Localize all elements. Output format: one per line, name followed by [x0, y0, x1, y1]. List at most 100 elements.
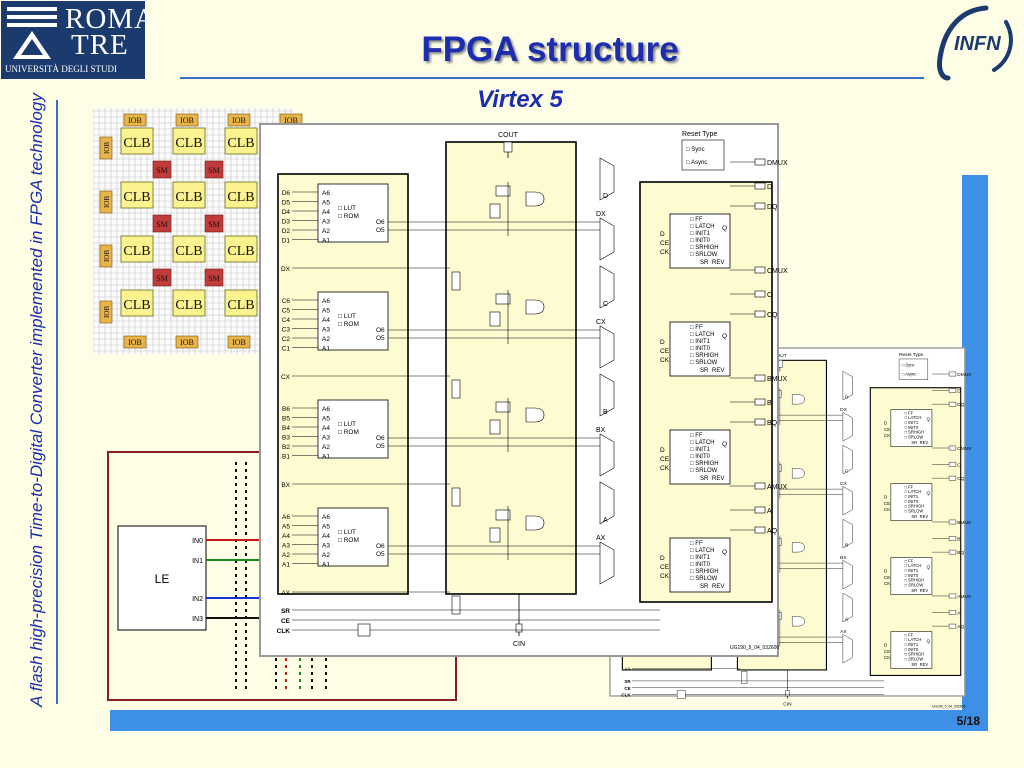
ctrl-input-label: CE	[624, 686, 630, 691]
reset-async-label: □ Async	[902, 371, 917, 376]
output-port	[948, 536, 957, 541]
iob-block	[175, 335, 199, 349]
lut-input-label: A6	[282, 514, 290, 521]
clb-block	[224, 235, 258, 263]
ff-q-label: Q	[926, 417, 930, 422]
lut-input-label: C1	[282, 346, 291, 353]
output-port	[948, 623, 957, 629]
lut-pin-label: A4	[322, 533, 330, 540]
ff-sr-label: SR	[911, 662, 917, 667]
lut-pin-label: A4	[322, 317, 330, 324]
cout-label: COUT	[773, 353, 787, 359]
ff-config-label: □ SRHIGH	[690, 353, 719, 359]
ff-config-label: □ SRHIGH	[690, 245, 719, 251]
lut-input-label: B1	[282, 454, 290, 461]
output-mux	[842, 592, 853, 623]
ff-sr-label: SR	[700, 476, 709, 482]
ff-q-label: Q	[722, 225, 727, 232]
ff-box	[669, 213, 731, 269]
clb-block	[120, 289, 154, 317]
lut-box	[317, 183, 389, 243]
ff-config-label: □ INIT1	[690, 447, 711, 453]
lut-output-label: O5	[376, 551, 385, 558]
lut-pin-label: A1	[322, 562, 330, 569]
ff-rev-label: REV	[920, 662, 929, 667]
lut-input-label: D6	[282, 190, 291, 197]
lut-input-label: C4	[282, 317, 291, 324]
lut-output-label: O5	[376, 227, 385, 234]
cout-label: COUT	[498, 132, 519, 139]
ff-rev-label: REV	[920, 514, 929, 519]
ctrl-input-label: CLK	[277, 628, 291, 635]
output-port	[948, 401, 957, 407]
output-label: D	[957, 389, 961, 395]
lut-pin-label: A6	[322, 190, 330, 197]
ff-sr-label: SR	[911, 514, 917, 519]
ff-config-label: □ FF	[905, 410, 914, 415]
lut-pin-label: A1	[322, 346, 330, 353]
clb-block	[120, 127, 154, 155]
xor-gate	[792, 468, 805, 479]
mid-x-label: CX	[596, 319, 606, 326]
output-label: DMUX	[767, 160, 788, 167]
ff-config-label: □ SRHIGH	[905, 430, 925, 435]
lut-input-label: B2	[282, 444, 290, 451]
lut-pin-label: A6	[322, 406, 330, 413]
lut-pin-label: A1	[322, 454, 330, 461]
output-mux	[842, 444, 853, 475]
ctrl-input-label: SR	[281, 608, 290, 615]
carry-column	[445, 141, 577, 595]
output-port	[754, 398, 766, 406]
lut-pin-label: A3	[322, 543, 330, 550]
mid-o-label: C	[845, 469, 849, 475]
output-port	[754, 182, 766, 190]
clb-label: CLB	[123, 136, 150, 151]
ff-config-label: □ INIT1	[905, 568, 919, 573]
ctrl-input-label: SR	[624, 679, 631, 684]
ff-config-label: □ SRHIGH	[905, 504, 925, 509]
mid-o-label: C	[603, 301, 608, 308]
cin-port	[515, 623, 523, 633]
logo-line-roma: ROMA	[65, 3, 157, 35]
lut-pin-label: A6	[322, 514, 330, 521]
decorative-band-horizontal	[110, 710, 988, 731]
rom-type-label: □ ROM	[338, 213, 359, 220]
ff-ck-label: CK	[660, 465, 670, 472]
output-label: DMUX	[957, 372, 972, 378]
lut-input-label: C2	[282, 336, 291, 343]
rom-type-label: □ ROM	[338, 537, 359, 544]
lut-box	[317, 399, 389, 459]
output-port	[948, 549, 957, 555]
output-mux	[599, 265, 615, 309]
bypass-mux	[741, 671, 748, 684]
ff-ck-label: CK	[660, 249, 670, 256]
ff-config-label: □ INIT0	[905, 573, 919, 578]
clb-label: CLB	[123, 190, 150, 205]
sm-label: SM	[156, 274, 168, 283]
iob-block	[175, 113, 199, 127]
clk-inverter-mux	[357, 623, 371, 637]
ff-ce-label: CE	[884, 501, 890, 506]
clb-label: CLB	[175, 298, 202, 313]
switch-matrix	[152, 268, 172, 287]
clb-block	[224, 127, 258, 155]
iob-label: IOB	[128, 116, 142, 125]
lut-pin-label: A4	[322, 425, 330, 432]
lut-input-label: A5	[282, 524, 290, 531]
iob-label: IOB	[103, 250, 111, 262]
output-label: DQ	[767, 204, 778, 211]
ff-ck-label: CK	[884, 581, 890, 586]
clb-label: CLB	[227, 190, 254, 205]
clb-block	[224, 289, 258, 317]
switch-matrix	[204, 214, 224, 233]
ff-d-label: D	[660, 231, 665, 238]
lut-pin-label: A2	[322, 552, 330, 559]
ff-ce-label: CE	[884, 575, 890, 580]
switch-matrix	[204, 160, 224, 179]
lut-input-label: A1	[282, 562, 290, 569]
x-input-label: BX	[281, 482, 290, 489]
ff-d-label: D	[660, 339, 665, 346]
clb-label: CLB	[227, 244, 254, 259]
ff-rev-label: REV	[712, 584, 724, 590]
ff-q-label: Q	[926, 491, 930, 496]
